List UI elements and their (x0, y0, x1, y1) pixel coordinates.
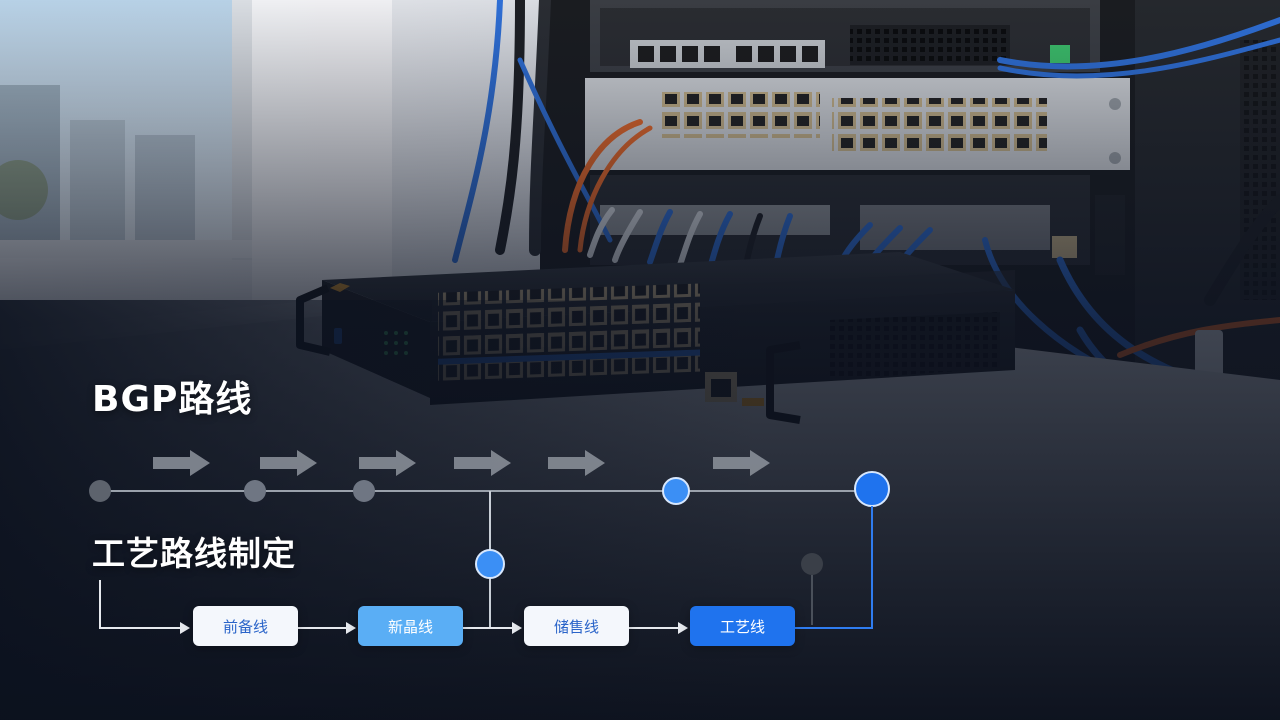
flow-start-connector (99, 580, 180, 629)
flow-arrow-6 (713, 450, 770, 476)
timeline-node-blue-2 (854, 471, 890, 507)
flow-arrow-5 (548, 450, 605, 476)
flow-end-connector (795, 506, 873, 629)
timeline-node-gray-2 (244, 480, 266, 502)
flow-step-2: 新晶线 (358, 606, 463, 646)
timeline-node-blue-1 (662, 477, 690, 505)
timeline-node-gray-1 (89, 480, 111, 502)
branch-node-blue (475, 549, 505, 579)
flow-arrow-3 (359, 450, 416, 476)
flow-arrow-2 (260, 450, 317, 476)
flow-arrow-4 (454, 450, 511, 476)
title-main: BGP路线 (92, 379, 253, 420)
flow-arrow-1 (153, 450, 210, 476)
flow-step-4: 工艺线 (690, 606, 795, 646)
flow-step-1: 前备线 (193, 606, 298, 646)
timeline-node-gray-3 (353, 480, 375, 502)
branch-node-faint (801, 553, 823, 575)
flow-step-3: 储售线 (524, 606, 629, 646)
title-sub: 工艺路线制定 (92, 534, 296, 573)
